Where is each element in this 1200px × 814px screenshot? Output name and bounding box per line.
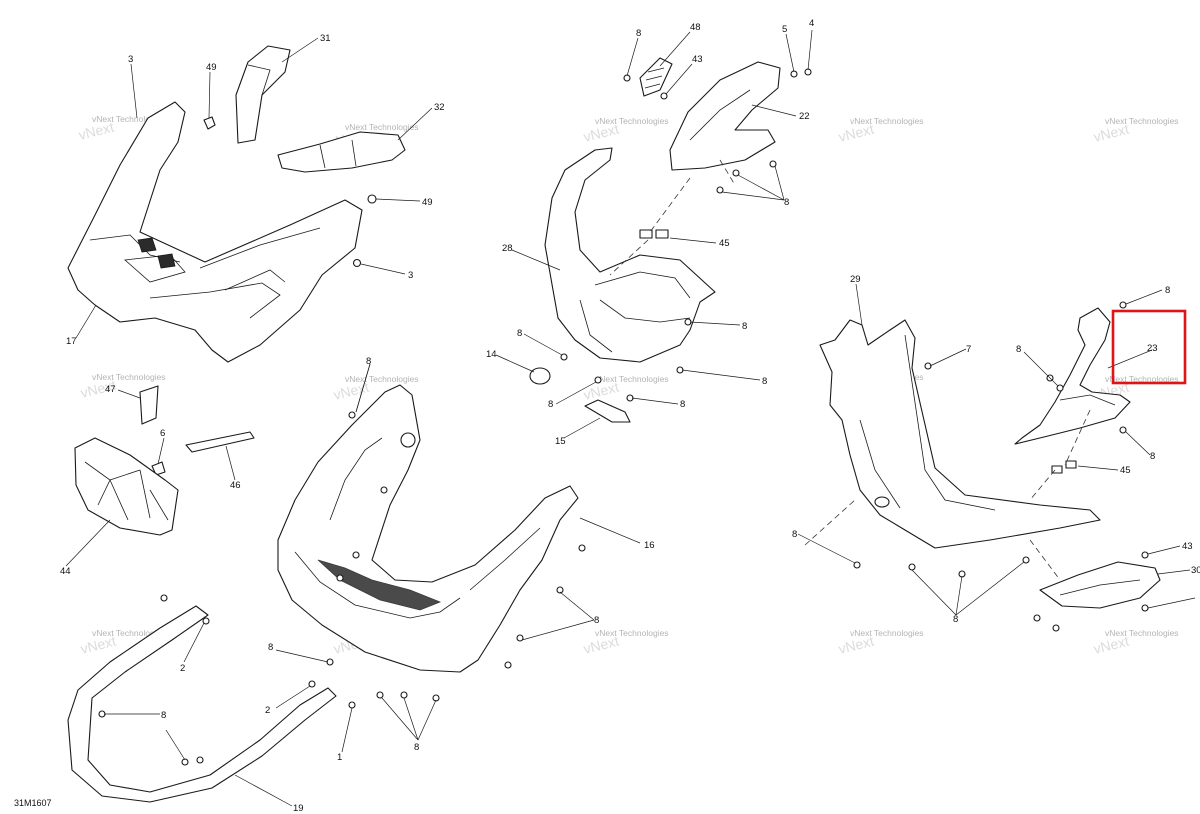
callout-43: 43 xyxy=(692,54,703,65)
callout-3: 3 xyxy=(128,54,133,65)
callout-8: 8 xyxy=(792,529,797,540)
screws-8[interactable] xyxy=(98,68,1149,766)
cap-14[interactable] xyxy=(529,367,551,385)
callout-28: 28 xyxy=(502,243,513,254)
callout-8: 8 xyxy=(548,399,553,410)
bracket-32[interactable] xyxy=(277,131,406,173)
watermark: vNext Technologies xyxy=(345,122,419,132)
watermark: vNext xyxy=(77,119,116,143)
front-fascia-16[interactable] xyxy=(277,384,579,673)
callout-48: 48 xyxy=(690,22,701,33)
callout-29: 29 xyxy=(850,274,861,285)
screw-3[interactable] xyxy=(352,258,362,268)
watermark: vNext Technologies xyxy=(1105,628,1179,638)
callout-8: 8 xyxy=(636,28,641,39)
highlight-box xyxy=(1111,309,1187,385)
callout-2: 2 xyxy=(180,663,185,674)
watermark: vNext xyxy=(837,121,876,145)
callout-1: 1 xyxy=(337,752,342,763)
deflector-22[interactable] xyxy=(669,61,781,171)
watermark: vNext Technologies xyxy=(595,116,669,126)
watermark: vNext xyxy=(1092,633,1131,657)
bumper-bar-19[interactable] xyxy=(67,605,337,803)
callout-45: 45 xyxy=(719,238,730,249)
watermark: vNext xyxy=(79,633,118,657)
side-panel-23[interactable] xyxy=(1014,307,1131,445)
callout-8: 8 xyxy=(414,742,419,753)
strip-46[interactable] xyxy=(185,431,255,453)
callout-8: 8 xyxy=(762,376,767,387)
watermark: vNext Technologies xyxy=(345,374,419,384)
watermark: vNext Technologies xyxy=(1105,116,1179,126)
callout-32: 32 xyxy=(434,102,445,113)
watermark: vNext Technologies xyxy=(1105,374,1179,384)
watermark: vNext xyxy=(582,379,621,403)
clips-45-top[interactable] xyxy=(639,229,669,239)
callout-8: 8 xyxy=(1016,344,1021,355)
fastener-49-right[interactable] xyxy=(367,194,377,204)
front-nose-panel-17[interactable] xyxy=(67,101,363,363)
callout-8: 8 xyxy=(953,614,958,625)
reflector-47[interactable] xyxy=(139,385,159,425)
callout-8: 8 xyxy=(784,197,789,208)
callout-7: 7 xyxy=(966,344,971,355)
grille-frame-44[interactable] xyxy=(74,437,179,536)
callout-44: 44 xyxy=(60,566,71,577)
callout-30: 30 xyxy=(1191,565,1200,576)
callout-8: 8 xyxy=(680,399,685,410)
panel-30[interactable] xyxy=(1039,561,1161,609)
assembly-lines xyxy=(609,159,1091,581)
callout-2: 2 xyxy=(265,705,270,716)
watermark: vNext Technologies xyxy=(92,372,166,382)
plate-15[interactable] xyxy=(584,399,631,423)
callout-17: 17 xyxy=(66,336,77,347)
callout-8: 8 xyxy=(594,615,599,626)
callout-22: 22 xyxy=(799,111,810,122)
callout-43: 43 xyxy=(1182,541,1193,552)
watermark: vNext Technologies xyxy=(595,374,669,384)
watermark: vNext Technologies xyxy=(92,114,166,124)
watermark: vNext xyxy=(582,633,621,657)
callout-3: 3 xyxy=(408,270,413,281)
watermark: vNext Technologies xyxy=(595,628,669,638)
callout-45: 45 xyxy=(1120,465,1131,476)
callout-6: 6 xyxy=(160,428,165,439)
watermark: vNext xyxy=(837,633,876,657)
watermark: vNext Technologies xyxy=(850,116,924,126)
leader-lines xyxy=(65,29,1196,807)
callout-47: 47 xyxy=(105,384,116,395)
watermark: vNext xyxy=(1092,121,1131,145)
callout-8: 8 xyxy=(517,328,522,339)
callout-19: 19 xyxy=(293,803,304,814)
callout-5: 5 xyxy=(782,24,787,35)
callout-16: 16 xyxy=(644,540,655,551)
callout-8: 8 xyxy=(1150,451,1155,462)
callout-8: 8 xyxy=(161,710,166,721)
callout-49: 49 xyxy=(206,62,217,73)
callout-23: 23 xyxy=(1147,343,1158,354)
watermarks: vNext Technologies vNext vNext Technolog… xyxy=(77,114,1179,657)
watermark: vNext xyxy=(582,121,621,145)
callout-14: 14 xyxy=(486,349,497,360)
callout-31: 31 xyxy=(320,33,331,44)
fastener-49-top[interactable] xyxy=(203,116,216,130)
drawing-number: 31M1607 xyxy=(14,798,52,808)
watermark: vNext Technologies xyxy=(850,628,924,638)
callout-4: 4 xyxy=(809,18,814,29)
callout-49: 49 xyxy=(422,197,433,208)
watermark: vNext Technologies xyxy=(92,628,166,638)
callout-8: 8 xyxy=(268,642,273,653)
footrest-panel-29[interactable] xyxy=(819,319,1101,549)
callout-46: 46 xyxy=(230,480,241,491)
callout-8: 8 xyxy=(742,321,747,332)
callout-labels: 3 31 49 32 49 3 17 47 6 46 44 8 48 43 5 … xyxy=(60,18,1200,814)
callout-8: 8 xyxy=(366,356,371,367)
bracket-31[interactable] xyxy=(235,45,291,144)
callout-15: 15 xyxy=(555,436,566,447)
side-panel-28[interactable] xyxy=(544,147,716,363)
vent-48[interactable] xyxy=(639,57,673,97)
clips-45-right[interactable] xyxy=(1051,460,1077,474)
callout-8: 8 xyxy=(1165,285,1170,296)
